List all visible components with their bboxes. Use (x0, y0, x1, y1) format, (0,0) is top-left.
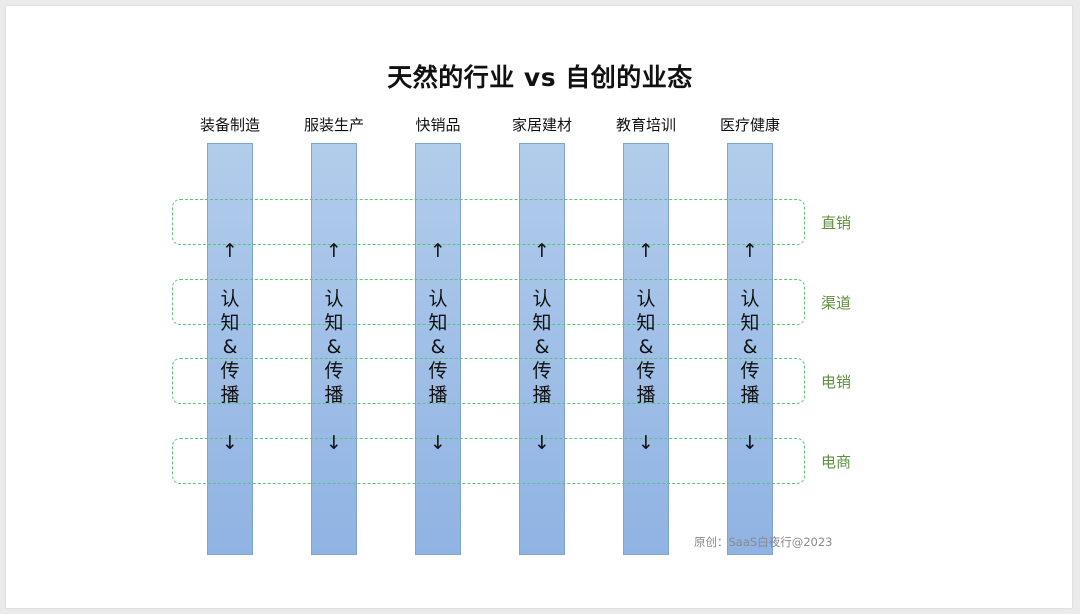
column-text-3: ↑ 认知&传播 ↓ (519, 239, 565, 455)
channel-band-3 (172, 438, 805, 484)
industry-column-0 (207, 143, 253, 555)
industry-column-3 (519, 143, 565, 555)
column-char: 知 (740, 312, 760, 334)
arrow-up-icon: ↑ (638, 240, 654, 262)
column-char: 传 (532, 360, 552, 382)
industry-label-3: 家居建材 (511, 116, 572, 134)
column-char: 传 (428, 360, 448, 382)
column-text-1: ↑ 认知&传播 ↓ (311, 239, 357, 455)
industry-column-5 (727, 143, 773, 555)
industry-label-0: 装备制造 (199, 116, 260, 134)
column-char: & (534, 336, 550, 358)
arrow-down-icon: ↓ (638, 432, 654, 454)
column-char: & (222, 336, 238, 358)
column-char: 知 (636, 312, 656, 334)
arrow-up-icon: ↑ (222, 240, 238, 262)
arrow-down-icon: ↓ (430, 432, 446, 454)
column-char: 传 (740, 360, 760, 382)
industry-column-4 (623, 143, 669, 555)
column-char: 播 (428, 384, 448, 406)
column-char: 播 (220, 384, 240, 406)
column-char: 播 (636, 384, 656, 406)
arrow-down-icon: ↓ (742, 432, 758, 454)
arrow-up-icon: ↑ (430, 240, 446, 262)
column-char: 知 (220, 312, 240, 334)
arrow-down-icon: ↓ (222, 432, 238, 454)
column-char: & (638, 336, 654, 358)
diagram-title: 天然的行业 vs 自创的业态 (387, 63, 693, 92)
industry-column-2 (415, 143, 461, 555)
column-char: & (326, 336, 342, 358)
column-text-4: ↑ 认知&传播 ↓ (623, 239, 669, 455)
column-char: 播 (740, 384, 760, 406)
channel-band-0 (172, 199, 805, 245)
industry-label-1: 服装生产 (303, 116, 364, 134)
column-char: & (430, 336, 446, 358)
column-text-2: ↑ 认知&传播 ↓ (415, 239, 461, 455)
arrow-down-icon: ↓ (326, 432, 342, 454)
column-char: 认 (428, 288, 448, 310)
arrow-down-icon: ↓ (534, 432, 550, 454)
column-char: 认 (636, 288, 656, 310)
column-char: 认 (324, 288, 344, 310)
arrow-up-icon: ↑ (742, 240, 758, 262)
arrow-up-icon: ↑ (326, 240, 342, 262)
channel-label-2: 电销 (821, 373, 852, 391)
channel-label-3: 电商 (821, 453, 852, 471)
channel-label-0: 直销 (821, 214, 852, 232)
column-char: 传 (324, 360, 344, 382)
channel-band-1 (172, 279, 805, 325)
arrow-up-icon: ↑ (534, 240, 550, 262)
column-char: 认 (220, 288, 240, 310)
column-text-5: ↑ 认知&传播 ↓ (727, 239, 773, 455)
column-char: 播 (532, 384, 552, 406)
industry-label-5: 医疗健康 (719, 116, 780, 134)
channel-label-1: 渠道 (821, 294, 852, 312)
column-text-0: ↑ 认知&传播 ↓ (207, 239, 253, 455)
column-char: 知 (428, 312, 448, 334)
industry-column-1 (311, 143, 357, 555)
industry-label-4: 教育培训 (615, 116, 676, 134)
credit-text: 原创：SaaS白夜行@2023 (694, 535, 833, 549)
column-char: 知 (532, 312, 552, 334)
column-char: 认 (740, 288, 760, 310)
column-char: 知 (324, 312, 344, 334)
channel-band-2 (172, 358, 805, 404)
column-char: & (742, 336, 758, 358)
column-char: 认 (532, 288, 552, 310)
column-char: 传 (220, 360, 240, 382)
industry-label-2: 快销品 (415, 116, 461, 134)
column-char: 播 (324, 384, 344, 406)
column-char: 传 (636, 360, 656, 382)
